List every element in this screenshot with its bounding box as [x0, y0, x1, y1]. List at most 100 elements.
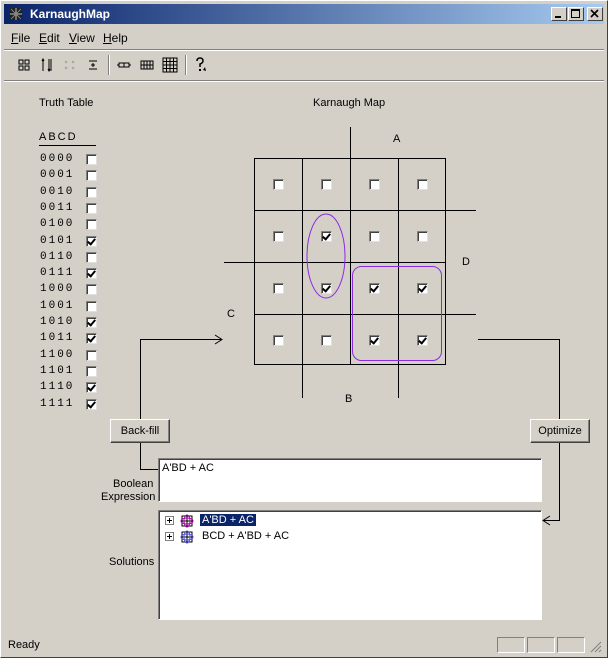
kmap-cell-checkbox[interactable]: [417, 335, 428, 346]
truth-table-row-label: 0001: [40, 169, 75, 182]
expand-icon[interactable]: [165, 516, 174, 525]
menu-help-accel: H: [103, 31, 112, 45]
boolean-expression-input[interactable]: A'BD + AC: [158, 458, 542, 502]
truth-table-checkbox[interactable]: [86, 268, 97, 280]
kmap-cell-checkbox[interactable]: [321, 335, 332, 346]
optimize-button[interactable]: Optimize: [530, 419, 590, 443]
menu-edit[interactable]: Edit: [39, 31, 60, 45]
truth-table-header: ABCD: [39, 131, 78, 143]
minimize-icon: [555, 16, 561, 18]
kmap-cell-checkbox[interactable]: [321, 179, 332, 190]
map-3var-icon: [140, 60, 154, 70]
truth-table-checkbox[interactable]: [86, 154, 97, 165]
minimize-button[interactable]: [551, 7, 567, 21]
kmap-cell[interactable]: [351, 263, 398, 314]
kmap-cell[interactable]: [255, 315, 302, 366]
kmap-cell[interactable]: [399, 263, 446, 314]
kmap-var-c: C: [227, 308, 235, 320]
toolbar-separator-line: [4, 80, 604, 82]
kmap-cell[interactable]: [351, 159, 398, 210]
menu-file-label: ile: [18, 31, 31, 45]
kmap-solution-icon: [180, 514, 194, 528]
truth-table-checkbox[interactable]: [86, 333, 97, 345]
status-pane: [557, 637, 585, 653]
truth-table-checkbox[interactable]: [86, 219, 97, 231]
kmap-cell-checkbox[interactable]: [321, 283, 332, 294]
kmap-cell-checkbox[interactable]: [417, 179, 428, 190]
kmap-cell[interactable]: [351, 211, 398, 262]
truth-table-checkbox[interactable]: [86, 235, 97, 247]
toolbar-button-grid[interactable]: [14, 55, 34, 75]
truth-table-checkbox[interactable]: [86, 202, 97, 214]
maximize-button[interactable]: [568, 7, 584, 21]
truth-table-checkbox[interactable]: [86, 398, 97, 410]
kmap-cell-checkbox[interactable]: [273, 231, 284, 242]
menu-view-label: iew: [76, 31, 95, 45]
menu-view[interactable]: View: [69, 31, 95, 45]
kmap-cell[interactable]: [255, 159, 302, 210]
grid-2x2-icon: [18, 59, 30, 71]
expand-icon[interactable]: [165, 532, 174, 541]
truth-table-checkbox[interactable]: [86, 170, 97, 182]
kmap-cell-checkbox[interactable]: [369, 231, 380, 242]
menu-edit-label: dit: [47, 31, 60, 45]
truth-table-row-label: 0101: [40, 234, 75, 247]
kmap-cell-checkbox[interactable]: [369, 335, 380, 346]
kmap-cell[interactable]: [303, 159, 350, 210]
solutions-tree[interactable]: A'BD + AC BCD + A'BD + AC: [158, 510, 542, 620]
title-bar[interactable]: KarnaughMap: [4, 4, 604, 24]
menu-bar: File Edit View Help: [4, 27, 604, 47]
truth-table-checkbox[interactable]: [86, 300, 97, 312]
maximize-icon: [571, 9, 580, 18]
truth-table-checkbox[interactable]: [86, 284, 97, 296]
truth-table-checkbox[interactable]: [86, 251, 97, 263]
kmap-cell[interactable]: [351, 315, 398, 366]
menu-file[interactable]: File: [11, 31, 30, 45]
solution-text: A'BD + AC: [199, 513, 257, 527]
toolbar-separator: [108, 55, 110, 75]
kmap-cell[interactable]: [399, 159, 446, 210]
kmap-cell[interactable]: [255, 211, 302, 262]
truth-table-checkbox[interactable]: [86, 382, 97, 394]
kmap-cell-checkbox[interactable]: [369, 179, 380, 190]
toolbar-button-sort[interactable]: [83, 55, 103, 75]
kmap-cell[interactable]: [303, 315, 350, 366]
truth-table-label: Truth Table: [39, 97, 94, 109]
kmap-cell-checkbox[interactable]: [273, 335, 284, 346]
toolbar-button-map4[interactable]: [160, 55, 180, 75]
kmap-cell[interactable]: [399, 315, 446, 366]
app-icon: [10, 8, 22, 20]
toolbar-button-disabled[interactable]: [60, 55, 80, 75]
truth-table-checkbox[interactable]: [86, 186, 97, 198]
toolbar-button-help[interactable]: [190, 55, 210, 75]
backfill-button[interactable]: Back-fill: [110, 419, 170, 443]
kmap-cell[interactable]: [303, 211, 350, 262]
toolbar-button-map3[interactable]: [137, 55, 157, 75]
window-title: KarnaughMap: [30, 7, 111, 21]
kmap-var-a: A: [393, 133, 401, 145]
kmap-cell-checkbox[interactable]: [417, 231, 428, 242]
truth-table-checkbox[interactable]: [86, 365, 97, 377]
kmap-cell[interactable]: [303, 263, 350, 314]
truth-table-checkbox[interactable]: [86, 349, 97, 361]
kmap-cell[interactable]: [399, 211, 446, 262]
status-pane: [527, 637, 555, 653]
close-button[interactable]: [587, 7, 603, 21]
truth-table-row-label: 1011: [40, 332, 75, 345]
map-4var-icon: [162, 57, 178, 73]
kmap-cell-checkbox[interactable]: [273, 179, 284, 190]
truth-table-row-label: 1100: [40, 348, 75, 361]
truth-table-row-label: 1010: [40, 316, 75, 328]
menu-help[interactable]: Help: [103, 31, 128, 45]
kmap-cell-checkbox[interactable]: [417, 283, 428, 294]
toolbar-button-map2[interactable]: [114, 55, 134, 75]
kmap-cell-checkbox[interactable]: [273, 283, 284, 294]
resize-grip-icon[interactable]: [590, 641, 602, 653]
truth-table-checkbox[interactable]: [86, 317, 97, 328]
kmap-cell-checkbox[interactable]: [369, 283, 380, 294]
kmap-cell[interactable]: [255, 263, 302, 314]
toolbar-button-vars[interactable]: [37, 55, 57, 75]
status-bar: Ready: [4, 635, 604, 655]
kmap-cell-checkbox[interactable]: [321, 231, 332, 242]
